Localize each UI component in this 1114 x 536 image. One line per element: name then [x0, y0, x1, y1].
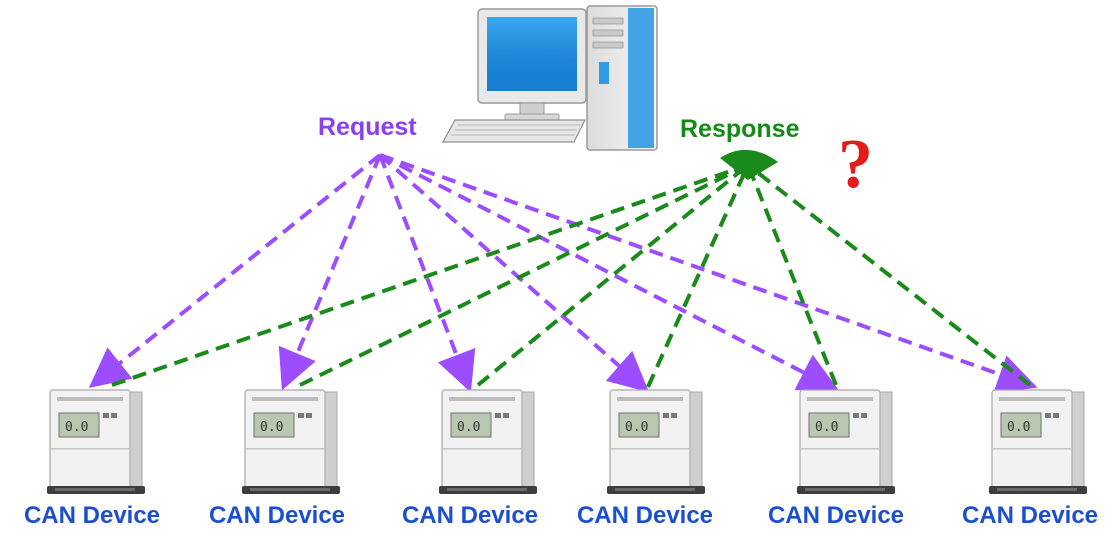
can-device-icon: 0.0 — [242, 389, 340, 494]
response-arrow-5 — [746, 164, 838, 386]
can-device-label-5: CAN Device — [767, 502, 905, 529]
can-device-label-6: CAN Device — [961, 502, 1099, 529]
response-arrow-6 — [746, 163, 1032, 387]
response-arrow-1 — [111, 163, 749, 387]
can-device-icon: 0.0 — [439, 389, 537, 494]
can-device-label-2: CAN Device — [208, 502, 346, 529]
request-arrow-5 — [379, 153, 840, 391]
response-arrow-2 — [299, 163, 749, 387]
request-arrow-4 — [378, 153, 649, 393]
svg-text:0.0: 0.0 — [457, 420, 480, 435]
request-arrow-2 — [278, 154, 382, 391]
question-mark-icon: ? — [838, 126, 873, 203]
device-row: 0.0 0.0 0.0 0.0 0.0 0.0 — [47, 389, 1087, 494]
request-label: Request — [318, 113, 417, 141]
can-device-icon: 0.0 — [797, 389, 895, 494]
request-arrow-6 — [379, 153, 1038, 394]
can-device-icon: 0.0 — [989, 389, 1087, 494]
request-arrow-1 — [88, 153, 382, 388]
request-arrow-3 — [378, 154, 476, 393]
response-hub — [720, 149, 778, 180]
desktop-computer-icon — [441, 5, 658, 151]
svg-text:0.0: 0.0 — [65, 420, 88, 435]
svg-text:0.0: 0.0 — [625, 420, 648, 435]
can-device-label-4: CAN Device — [576, 502, 714, 529]
can-device-label-1: CAN Device — [23, 502, 161, 529]
svg-text:0.0: 0.0 — [260, 420, 283, 435]
svg-text:0.0: 0.0 — [815, 420, 838, 435]
response-arrow-4 — [646, 164, 750, 388]
response-label: Response — [680, 115, 800, 143]
request-arrows — [88, 153, 1038, 394]
response-arrows — [111, 163, 1032, 388]
svg-text:0.0: 0.0 — [1007, 420, 1030, 435]
can-device-icon: 0.0 — [607, 389, 705, 494]
can-device-label-3: CAN Device — [401, 502, 539, 529]
response-arrow-3 — [476, 163, 750, 387]
can-device-icon: 0.0 — [47, 389, 145, 494]
